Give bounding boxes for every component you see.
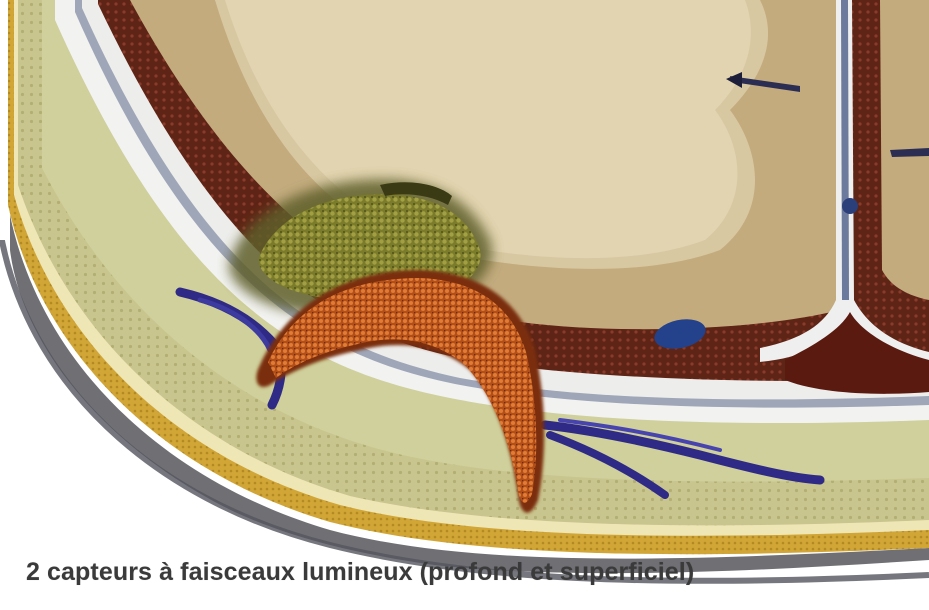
figure-caption: 2 capteurs à faisceaux lumineux (profond… xyxy=(26,558,694,587)
